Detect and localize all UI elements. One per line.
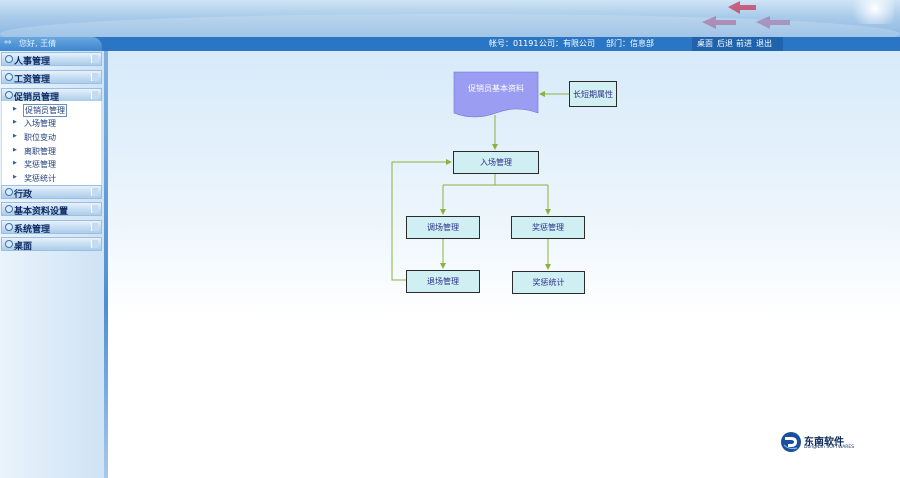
menu-label: 工资管理 (14, 75, 51, 85)
department-text: 部门：信息部 (606, 39, 654, 48)
flowchart-connectors (391, 71, 569, 281)
submenu-label: 入场管理 (24, 119, 56, 128)
menu-personnel[interactable]: 人事管理 (1, 52, 102, 67)
bullet-icon: ▶ (13, 174, 17, 180)
banner-glow (846, 0, 894, 24)
company-text: 公司：有限公司 (539, 39, 595, 48)
menu-bullet-icon (5, 205, 13, 213)
user-icon: ⇔ (4, 38, 12, 48)
menu-label: 桌面 (14, 242, 33, 252)
flow-exit-manage[interactable]: 退场管理 (406, 270, 480, 293)
company-logo: 东南软件 DongNan SOFTWARES (780, 430, 860, 454)
menu-tab (91, 91, 98, 99)
submenu-label: 职位变动 (24, 133, 56, 142)
submenu-label: 奖惩统计 (24, 174, 56, 183)
connector-exit-loop (391, 159, 452, 281)
menu-label: 行政 (14, 190, 33, 200)
bullet-icon: ▶ (13, 119, 17, 125)
user-greeting-box: ⇔ 您好, 王倩 (0, 37, 102, 51)
submenu-label: 离职管理 (24, 147, 56, 156)
menu-bullet-icon (5, 73, 13, 81)
menu-tab (91, 240, 98, 248)
top-nav: 桌面 后退 前进 退出 (692, 37, 783, 51)
menu-bullet-icon (5, 55, 13, 63)
nav-desktop-link[interactable]: 桌面 (697, 39, 713, 48)
bullet-icon: ▶ (13, 147, 17, 153)
sidebar: 人事管理 工资管理 促销员管理 ▶ 促销员管理 ▶ 入场管理 ▶ 职位变动 ▶ … (0, 51, 108, 478)
logo-english: DongNan SOFTWARES (804, 445, 855, 450)
flow-reward-manage[interactable]: 奖惩管理 (511, 216, 585, 239)
submenu-label: 奖惩管理 (24, 160, 56, 169)
menu-label: 系统管理 (14, 225, 51, 235)
menu-tab (91, 223, 98, 231)
bullet-icon: ▶ (13, 106, 17, 112)
menu-bullet-icon (5, 188, 13, 196)
menu-salary[interactable]: 工资管理 (1, 70, 102, 85)
menu-tab (91, 73, 98, 81)
menu-bullet-icon (5, 91, 13, 99)
logo-name: 东南软件 (804, 437, 844, 448)
main-content: 促销员基本资料 长短期属性 入场管理 调场管理 奖惩管理 退场管理 奖惩统计 (108, 51, 900, 478)
menu-promoter[interactable]: 促销员管理 (1, 88, 102, 103)
dongnan-logo-icon (781, 432, 801, 452)
menu-tab (91, 188, 98, 196)
flow-entry-manage[interactable]: 入场管理 (453, 151, 539, 174)
nav-forward-link[interactable]: 前进 (736, 39, 752, 48)
menu-basic-settings[interactable]: 基本资料设置 (1, 202, 102, 217)
bullet-icon: ▶ (13, 133, 17, 139)
menu-admin[interactable]: 行政 (1, 185, 102, 200)
promoter-submenu: ▶ 促销员管理 ▶ 入场管理 ▶ 职位变动 ▶ 离职管理 ▶ 奖惩管理 ▶ 奖惩… (1, 101, 102, 185)
sidebar-splitter[interactable] (104, 51, 108, 478)
menu-label: 基本资料设置 (14, 207, 69, 217)
menu-tab (91, 205, 98, 213)
top-banner (0, 0, 900, 37)
banner-arrows-icon (702, 1, 790, 29)
menu-label: 促销员管理 (14, 93, 60, 103)
flow-reward-stats[interactable]: 奖惩统计 (512, 271, 585, 294)
bullet-icon: ▶ (13, 160, 17, 166)
flow-transfer-manage[interactable]: 调场管理 (406, 216, 480, 239)
nav-back-link[interactable]: 后退 (717, 39, 733, 48)
nav-exit-link[interactable]: 退出 (756, 39, 772, 48)
menu-bullet-icon (5, 223, 13, 231)
banner-swoosh (0, 14, 900, 37)
menu-tab (91, 55, 98, 63)
submenu-label: 促销员管理 (23, 104, 67, 117)
flow-attr-term[interactable]: 长短期属性 (569, 81, 617, 107)
menu-label: 人事管理 (14, 57, 51, 67)
account-text: 帐号：01191 (489, 39, 539, 48)
menu-system[interactable]: 系统管理 (1, 220, 102, 235)
info-bar: ⇔ 您好, 王倩 帐号：01191 公司：有限公司 部门：信息部 桌面 后退 前… (0, 37, 900, 51)
menu-desktop[interactable]: 桌面 (1, 237, 102, 252)
flow-doc-basic-info[interactable]: 促销员基本资料 (468, 83, 524, 93)
menu-bullet-icon (5, 240, 13, 248)
doc-shape (453, 71, 539, 118)
greeting-text: 您好, 王倩 (19, 39, 57, 48)
